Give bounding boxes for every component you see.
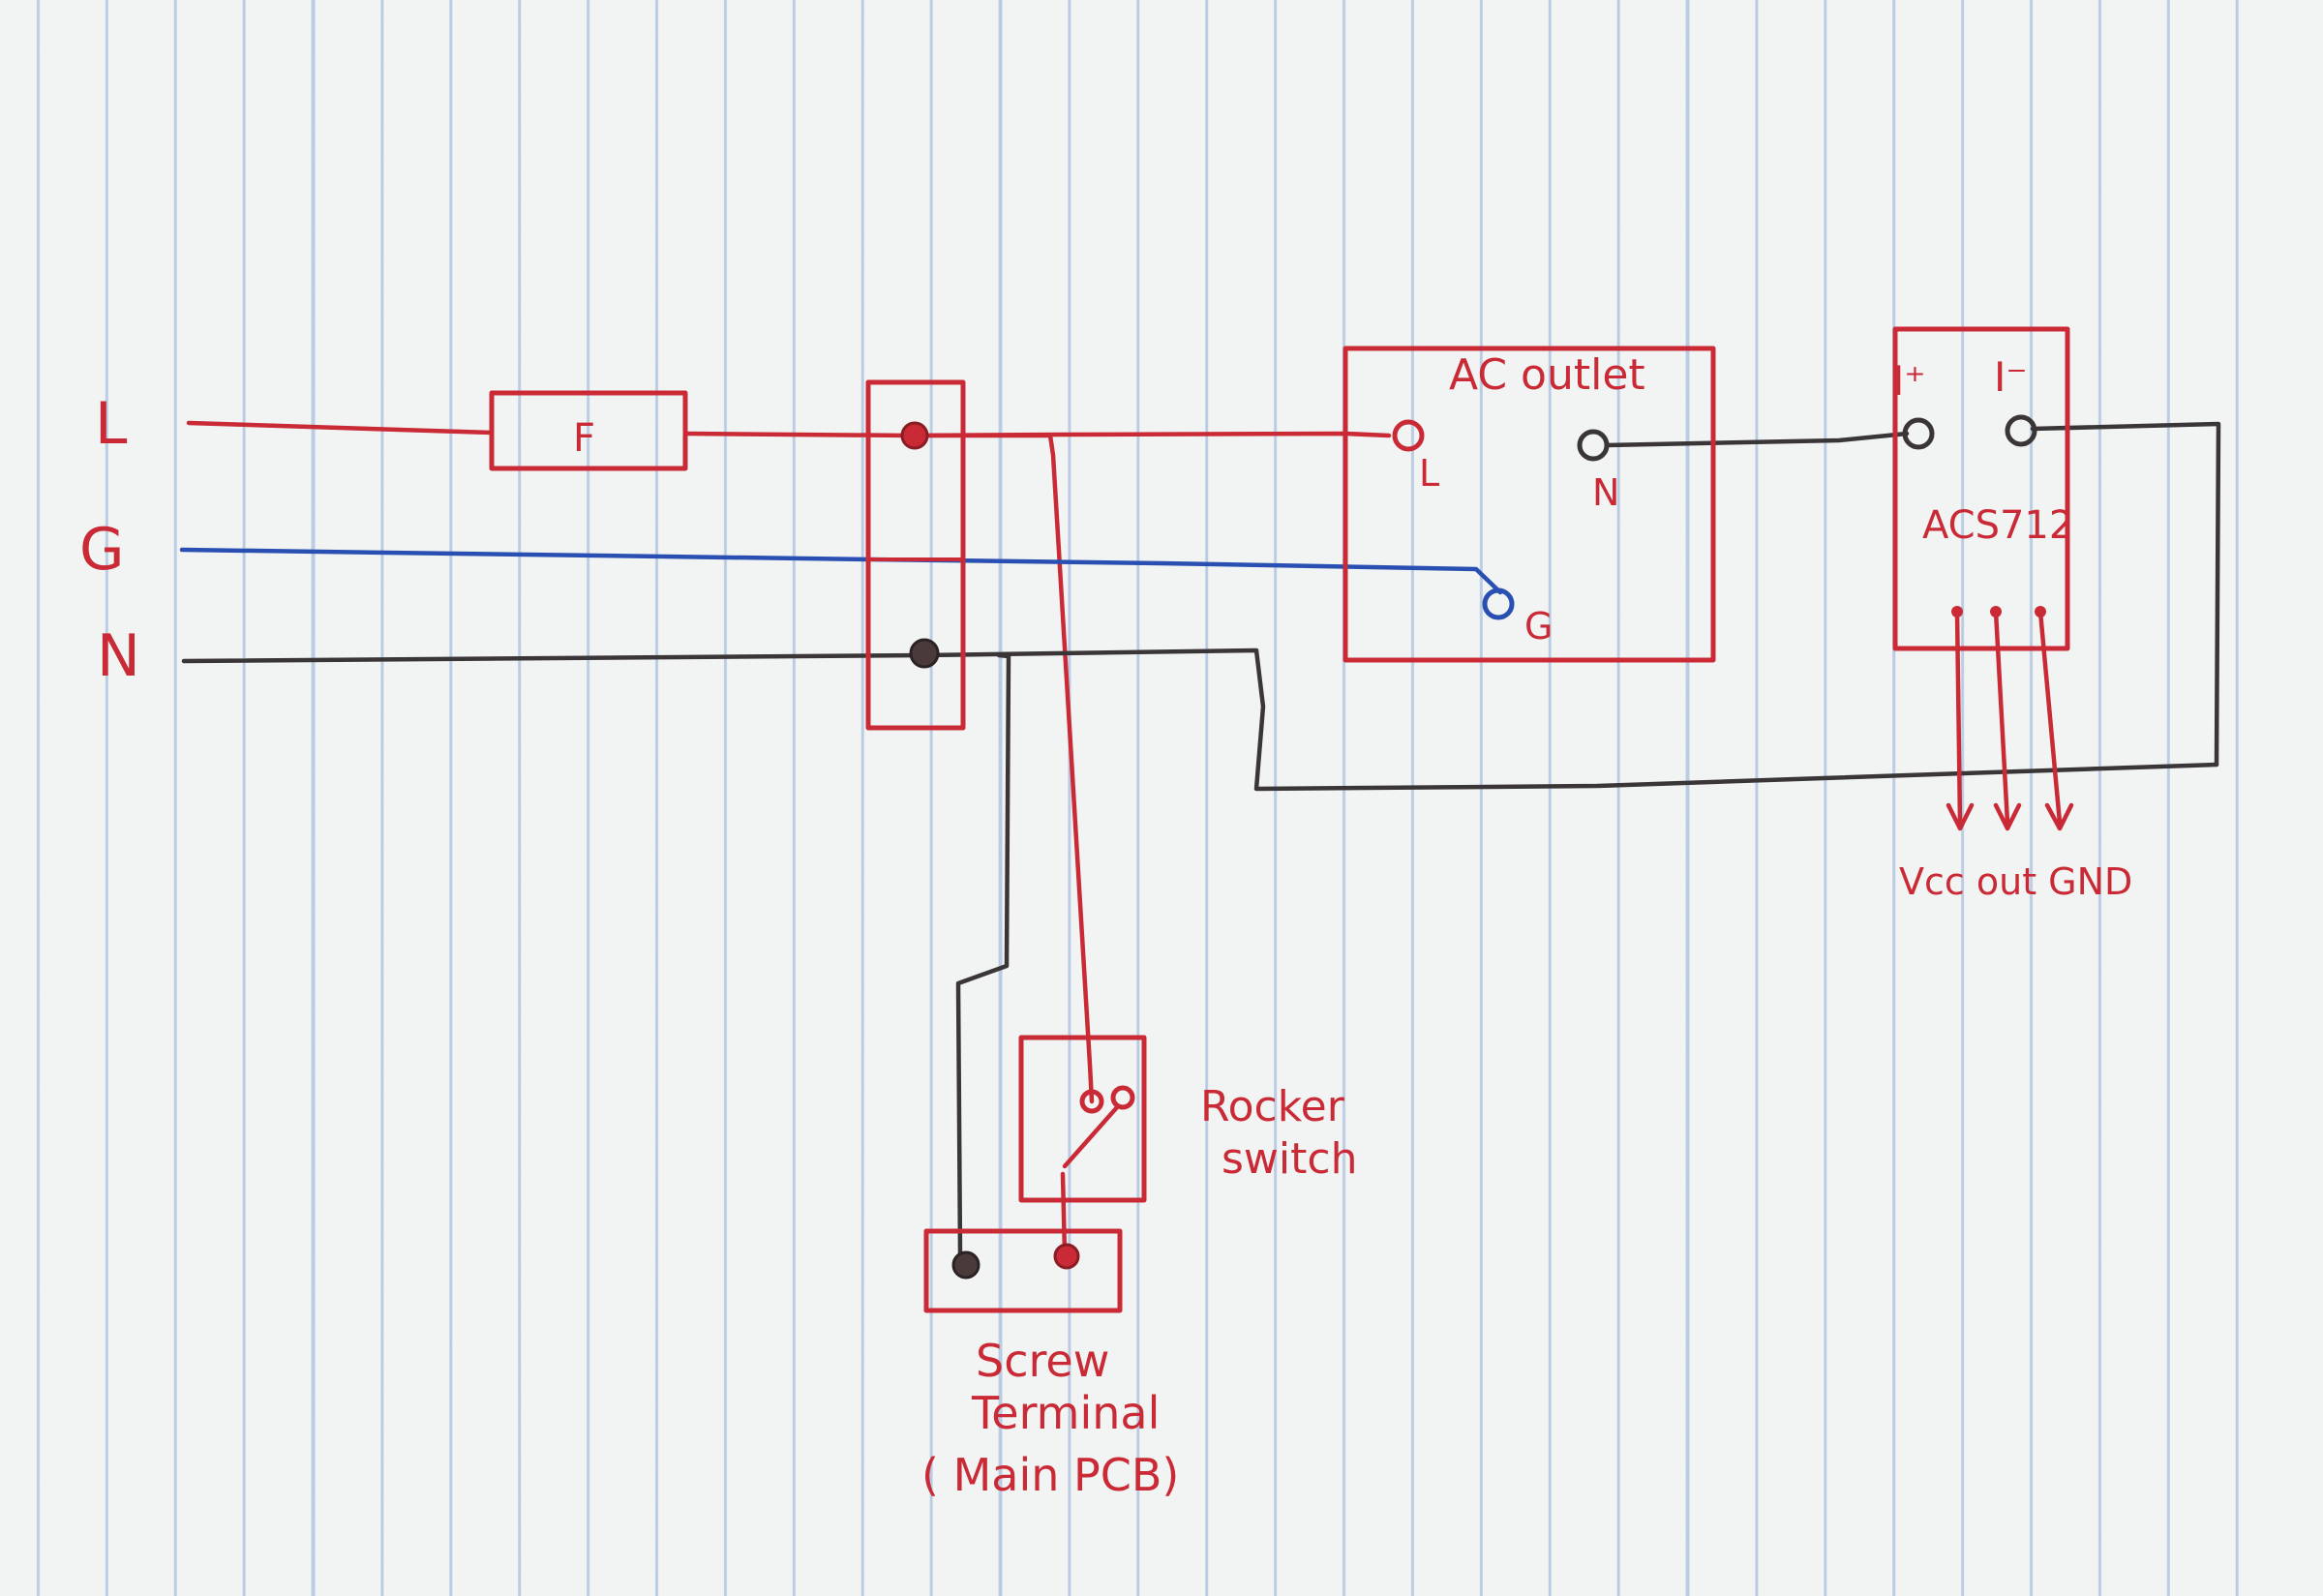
rocker-switch-contact-a [1079, 1089, 1104, 1114]
ground-input-label: G [79, 516, 125, 584]
acs712-i-minus-terminal [2005, 414, 2037, 447]
screw-terminal-live [1053, 1243, 1080, 1270]
junction-neutral-screw [909, 638, 940, 669]
outlet-l-terminal [1392, 419, 1425, 452]
neutral-wire-to-sensor-return [921, 647, 2219, 792]
outlet-n-terminal [1577, 429, 1610, 462]
outlet-l-label: L [1419, 452, 1439, 495]
acs712-i-plus-label: I⁺ [1892, 357, 1926, 405]
rocker-switch-contact-b [1110, 1085, 1135, 1110]
screw-terminal-label-line3: ( Main PCB) [921, 1449, 1179, 1501]
screw-terminal-label-line1: Screw [976, 1335, 1109, 1387]
screw-terminal-body [923, 1228, 1123, 1313]
rocker-switch-label-line2: switch [1222, 1134, 1357, 1184]
sensor-return-wire [2030, 421, 2221, 768]
acs712-gnd-lead [2037, 609, 2074, 831]
line-input-label: L [95, 390, 128, 458]
ac-outlet-body [1343, 346, 1716, 663]
acs712-i-plus-terminal [1902, 417, 1935, 450]
outlet-g-label: G [1524, 605, 1553, 647]
switch-to-terminal-wire [1060, 1171, 1068, 1256]
fuse-body [489, 390, 688, 471]
outlet-n-label: N [1592, 471, 1619, 514]
live-wire-input [186, 420, 495, 436]
junction-live-screw [900, 421, 929, 450]
rocker-switch-label-line1: Rocker [1200, 1082, 1345, 1131]
neutral-wire-to-terminal [955, 652, 1011, 1259]
neutral-input-label: N [97, 622, 140, 690]
acs712-output-labels: Vcc out GND [1899, 860, 2132, 903]
neutral-wire-input [181, 652, 927, 664]
rocker-switch-body [1018, 1035, 1147, 1203]
live-wire-main [682, 431, 1392, 438]
acs712-out-lead [1993, 609, 2022, 831]
fuse-label: F [573, 416, 595, 461]
ground-wire [179, 547, 1503, 595]
acs712-body [1892, 326, 2070, 651]
acs712-vcc-lead [1946, 609, 1975, 831]
screw-terminal-label-line2: Terminal [971, 1387, 1160, 1439]
ac-outlet-title: AC outlet [1449, 350, 1645, 400]
junction-block [865, 379, 966, 731]
rocker-switch-lever [1062, 1103, 1121, 1169]
outlet-g-terminal [1482, 587, 1515, 620]
acs712-i-minus-label: I⁻ [1994, 353, 2028, 401]
screw-terminal-neutral [951, 1250, 980, 1280]
outlet-n-to-sensor-wire [1604, 431, 1910, 448]
live-wire-to-switch [912, 433, 1095, 1104]
acs712-title: ACS712 [1922, 503, 2073, 548]
